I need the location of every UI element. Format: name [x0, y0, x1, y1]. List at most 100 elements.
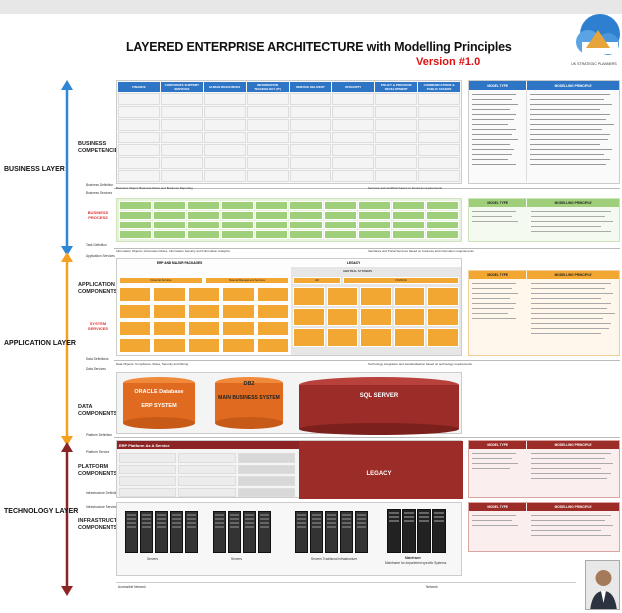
process-cell — [255, 220, 289, 230]
competency-cell — [418, 157, 460, 170]
platform-cell — [237, 476, 295, 486]
business-process-panel — [116, 198, 462, 242]
modelling-principle-text — [527, 90, 619, 182]
process-cell — [255, 210, 289, 220]
infrastructure-definition-label: Infrastructure Definition — [86, 491, 119, 495]
server-icon — [185, 511, 198, 553]
process-cell — [187, 230, 221, 239]
server-icon — [355, 511, 368, 553]
competency-cell — [246, 144, 289, 157]
mainframe-label: Mainframe — [405, 556, 421, 560]
system-service-cell — [360, 287, 392, 306]
competency-cell — [118, 105, 160, 118]
competency-cell — [375, 131, 418, 144]
competency-cell — [246, 105, 289, 118]
competency-cell — [203, 105, 246, 118]
divider — [114, 437, 620, 438]
system-service-cell — [119, 321, 152, 336]
competency-cell — [246, 118, 289, 131]
system-service-cell — [256, 287, 289, 302]
competency-cell — [418, 93, 460, 105]
process-cell — [289, 220, 323, 230]
system-service-cell — [427, 287, 459, 306]
app-modelling-principle-header: MODELLING PRINCIPLE — [527, 271, 619, 279]
process-cell — [357, 210, 391, 220]
system-service-cell — [256, 321, 289, 336]
business-definition-label: Business Definition — [86, 183, 114, 187]
server-icon — [340, 511, 353, 553]
system-service-cell — [153, 304, 186, 319]
data-panel: ORACLE Database ERP SYSTEM DB2 MAIN BUSI… — [116, 372, 462, 435]
competency-cell — [289, 131, 332, 144]
competency-cell — [332, 170, 375, 182]
business-statement-row: Business Object: Business Rules and Busi… — [116, 186, 620, 192]
mainframe-rack — [387, 509, 446, 553]
process-cell — [391, 230, 425, 239]
competency-cell — [332, 144, 375, 157]
process-principle-text — [472, 211, 613, 232]
infra-principle-text — [472, 515, 613, 536]
competency-cell — [289, 170, 332, 182]
process-cell — [255, 230, 289, 239]
platform-components-label: PLATFORM COMPONENTS — [78, 464, 118, 477]
process-cell — [221, 210, 255, 220]
process-cell — [425, 230, 459, 239]
infrastructure-components-label: INFRASTRUCTURE COMPONENTS — [78, 518, 129, 531]
process-cell — [289, 201, 323, 210]
process-cell — [187, 210, 221, 220]
server-rack-1 — [125, 511, 198, 553]
person-icon — [586, 561, 619, 609]
legacy-label: LEGACY — [347, 261, 361, 265]
business-statement: Business Object: Business Rules and Busi… — [116, 186, 193, 190]
business-statement-right: Services and workflow based on business … — [368, 186, 443, 190]
process-cell — [153, 201, 187, 210]
system-service-cell — [119, 338, 152, 353]
sql-server-label: SQL SERVER — [359, 393, 399, 399]
competency-cell — [203, 118, 246, 131]
system-service-cell — [326, 328, 359, 347]
server-icon — [228, 511, 241, 553]
mainframe-icon — [402, 509, 416, 553]
competency-cell — [203, 93, 246, 105]
platform-cell — [119, 453, 177, 463]
competency-cell — [160, 93, 203, 105]
platform-services-label: Platform Service — [86, 450, 110, 454]
platform-cell — [237, 487, 295, 497]
business-model-panel: MODEL TYPE MODELLING PRINCIPLE — [468, 80, 620, 184]
process-cell — [289, 210, 323, 220]
data-definitions-label: Data Definitions — [86, 357, 109, 361]
logo-text: UK STRATEGIC PLANNERS — [571, 62, 617, 66]
process-cell — [153, 230, 187, 239]
competency-cell — [418, 118, 460, 131]
process-cell — [323, 220, 357, 230]
competency-cell — [332, 118, 375, 131]
competency-cell — [246, 157, 289, 170]
process-cell — [221, 230, 255, 239]
data-statement-right: Technology integration and standardisati… — [368, 362, 472, 366]
process-cell — [119, 201, 153, 210]
application-services-label: Application Services — [86, 254, 115, 258]
competency-header: HUMAN RESOURCES — [203, 82, 246, 92]
data-services-label: Data Services — [86, 367, 106, 371]
server-rack-3 — [295, 511, 368, 553]
competency-cell — [332, 105, 375, 118]
process-cell — [119, 230, 153, 239]
system-service-cell — [153, 338, 186, 353]
financial-services-bar: Financial Services — [119, 277, 203, 284]
competency-cell — [418, 131, 460, 144]
competency-cell — [332, 157, 375, 170]
process-cell — [323, 230, 357, 239]
process-cell — [391, 201, 425, 210]
infrastructure-service-label: Infrastructure Service — [86, 505, 117, 509]
servers-legacy-label: Servers Traditional Infrastructure — [310, 557, 358, 561]
business-process-label: BUSINESS PROCESS — [87, 210, 109, 220]
cloud-logo-icon — [576, 14, 620, 55]
system-service-cell — [256, 338, 289, 353]
competency-cell — [375, 170, 418, 182]
competency-cell — [118, 157, 160, 170]
model-type-text — [469, 90, 527, 182]
system-service-cell — [360, 328, 392, 347]
erp-packages-label: ERP AND MAJOR PACKAGES — [157, 261, 203, 265]
platform-cell — [119, 476, 177, 486]
system-service-cell — [187, 287, 221, 302]
